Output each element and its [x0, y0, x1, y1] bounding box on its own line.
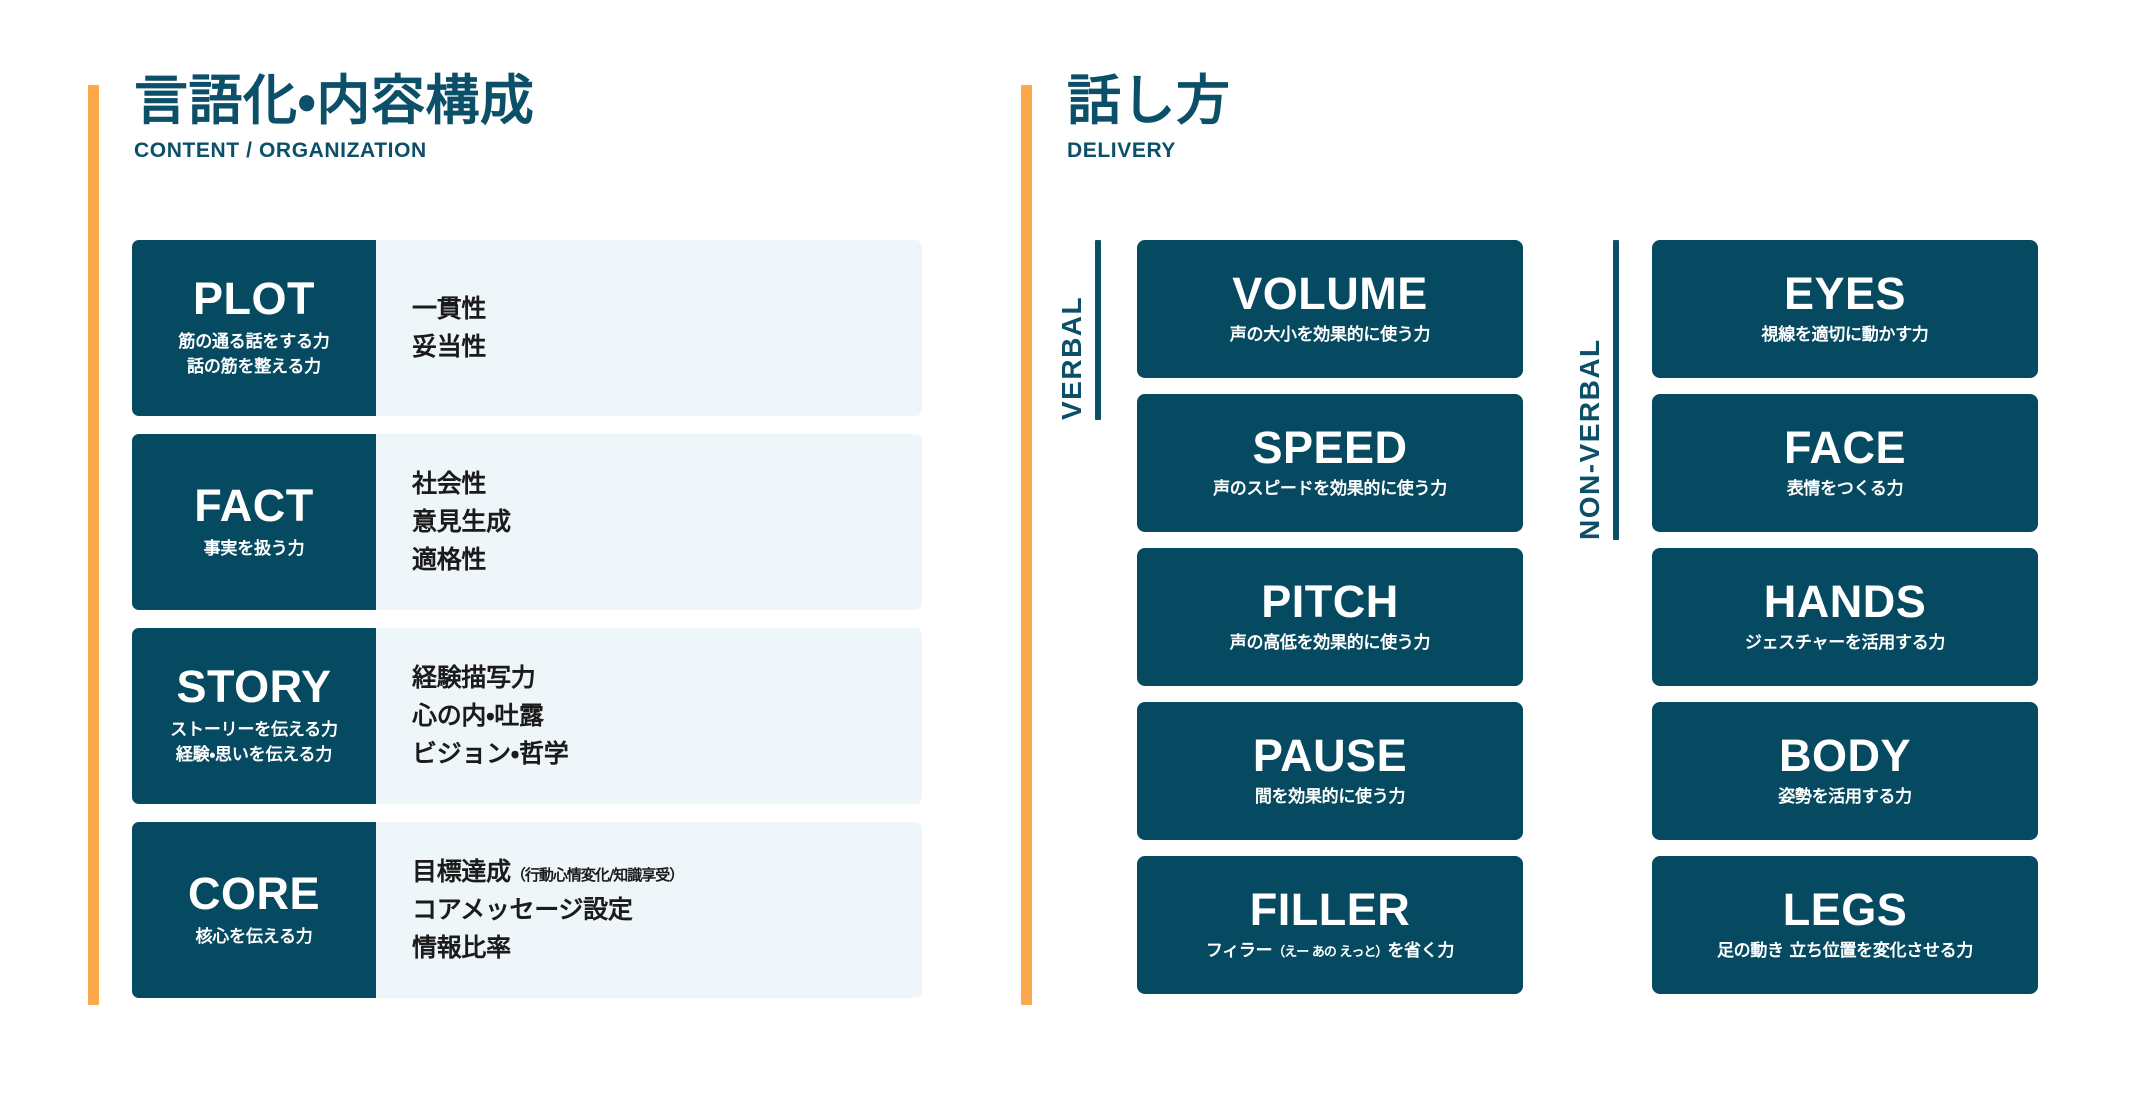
card-description: ストーリーを伝える力 経験・思いを伝える力 — [170, 718, 338, 767]
tile-code: FILLER — [1249, 884, 1411, 936]
tile-description: 声の大小を効果的に使う力 — [1229, 325, 1431, 346]
skill-card-plot[interactable]: PLOT 筋の通る話をする力 話の筋を整える力 一貫性 妥当性 — [132, 240, 922, 416]
tile-code: SPEED — [1252, 422, 1408, 474]
card-description: 事実を扱う力 — [204, 537, 305, 562]
card-item-text: 目標達成 — [412, 857, 511, 886]
card-description-line: 筋の通る話をする力 — [178, 332, 330, 353]
skill-card-story[interactable]: STORY ストーリーを伝える力 経験・思いを伝える力 経験描写力 心の内・吐露… — [132, 628, 922, 804]
card-item-text: 一貫性 — [412, 294, 487, 323]
card-item-text: 心の内・吐露 — [412, 701, 544, 730]
tile-code: FACE — [1783, 422, 1906, 474]
card-item: 意見生成 — [412, 503, 922, 541]
delivery-title-jp: 話し方 — [1067, 69, 1231, 132]
tile-description-pre: フィラー — [1205, 941, 1273, 962]
tile-description: 表情をつくる力 — [1786, 479, 1904, 500]
tile-description: 声のスピードを効果的に使う力 — [1213, 479, 1447, 500]
skill-tile-eyes[interactable]: EYES 視線を適切に動かす力 — [1652, 240, 2038, 378]
skill-tile-pause[interactable]: PAUSE 間を効果的に使う力 — [1137, 702, 1523, 840]
content-card-list: PLOT 筋の通る話をする力 話の筋を整える力 一貫性 妥当性 FACT 事実を… — [132, 240, 922, 1016]
orange-accent-bar-content — [88, 85, 99, 1005]
tile-description: ジェスチャーを活用する力 — [1744, 633, 1946, 654]
card-item: 情報比率 — [412, 929, 922, 967]
skill-tile-hands[interactable]: HANDS ジェスチャーを活用する力 — [1652, 548, 2038, 686]
tile-description-note: （えー あの えっと） — [1272, 945, 1388, 961]
skill-tile-volume[interactable]: VOLUME 声の大小を効果的に使う力 — [1137, 240, 1523, 378]
skill-tile-body[interactable]: BODY 姿勢を活用する力 — [1652, 702, 2038, 840]
card-description-line: ストーリーを伝える力 — [170, 720, 338, 741]
card-item-text: 経験描写力 — [412, 663, 536, 692]
tile-description: 足の動き 立ち位置を変化させる力 — [1716, 941, 1974, 962]
card-item-text: ビジョン・哲学 — [412, 739, 569, 768]
tile-description: フィラー（えー あの えっと）を省く力 — [1205, 940, 1455, 963]
card-item-text: コアメッセージ設定 — [412, 895, 633, 924]
card-code-pane: STORY ストーリーを伝える力 経験・思いを伝える力 — [132, 628, 376, 804]
content-title-en: CONTENT / ORGANIZATION — [134, 138, 427, 162]
card-code: CORE — [187, 867, 320, 919]
skill-tile-filler[interactable]: FILLER フィラー（えー あの えっと）を省く力 — [1137, 856, 1523, 994]
content-header-text: 言語化・内容構成 CONTENT / ORGANIZATION — [134, 69, 535, 163]
skill-tile-legs[interactable]: LEGS 足の動き 立ち位置を変化させる力 — [1652, 856, 2038, 994]
card-item-text: 社会性 — [412, 469, 487, 498]
card-description-line: 経験・思いを伝える力 — [175, 745, 333, 765]
delivery-title-en: DELIVERY — [1067, 138, 1177, 162]
non-verbal-rule — [1613, 240, 1619, 540]
tile-description: 視線を適切に動かす力 — [1761, 325, 1929, 346]
tile-description: 姿勢を活用する力 — [1778, 787, 1912, 808]
card-item: 目標達成（行動心情変化/知識享受） — [412, 853, 922, 891]
tile-description: 間を効果的に使う力 — [1254, 787, 1406, 808]
card-item-text: 妥当性 — [412, 332, 487, 361]
card-item-pane: 一貫性 妥当性 — [376, 240, 922, 416]
tile-description: 声の高低を効果的に使う力 — [1229, 633, 1431, 654]
card-item-text: 情報比率 — [412, 933, 511, 962]
card-item: 経験描写力 — [412, 659, 922, 697]
card-item: 妥当性 — [412, 328, 922, 366]
card-code: STORY — [176, 661, 332, 713]
tile-description-post: を省く力 — [1387, 941, 1455, 962]
verbal-label: VERBAL — [1056, 295, 1087, 420]
tile-code: VOLUME — [1232, 268, 1428, 320]
tile-code: HANDS — [1763, 576, 1927, 628]
card-item: 一貫性 — [412, 290, 922, 328]
skill-tile-speed[interactable]: SPEED 声のスピードを効果的に使う力 — [1137, 394, 1523, 532]
delivery-header-text: 話し方 DELIVERY — [1067, 69, 1231, 163]
card-item-pane: 目標達成（行動心情変化/知識享受） コアメッセージ設定 情報比率 — [376, 822, 922, 998]
card-item-note: （行動心情変化/知識享受） — [510, 866, 684, 884]
card-item-pane: 経験描写力 心の内・吐露 ビジョン・哲学 — [376, 628, 922, 804]
card-item: 社会性 — [412, 465, 922, 503]
card-item-pane: 社会性 意見生成 適格性 — [376, 434, 922, 610]
card-item-text: 適格性 — [412, 545, 487, 574]
card-code: PLOT — [193, 273, 315, 325]
card-item: ビジョン・哲学 — [412, 735, 922, 773]
card-item: コアメッセージ設定 — [412, 891, 922, 929]
non-verbal-label-block: NON-VERBAL — [1574, 240, 1619, 540]
card-code: FACT — [194, 479, 314, 531]
card-description-line: 核心を伝える力 — [195, 926, 313, 947]
tile-code: BODY — [1778, 730, 1911, 782]
orange-accent-bar-delivery — [1021, 85, 1032, 1005]
card-description: 筋の通る話をする力 話の筋を整える力 — [178, 330, 329, 379]
verbal-label-block: VERBAL — [1056, 240, 1101, 420]
card-description-line: 事実を扱う力 — [203, 538, 305, 559]
non-verbal-tile-stack: EYES 視線を適切に動かす力 FACE 表情をつくる力 HANDS ジェスチャ… — [1652, 240, 2038, 1010]
skill-tile-pitch[interactable]: PITCH 声の高低を効果的に使う力 — [1137, 548, 1523, 686]
card-item: 適格性 — [412, 541, 922, 579]
card-code-pane: FACT 事実を扱う力 — [132, 434, 376, 610]
card-item: 心の内・吐露 — [412, 697, 922, 735]
tile-code: LEGS — [1782, 884, 1908, 936]
skill-card-core[interactable]: CORE 核心を伝える力 目標達成（行動心情変化/知識享受） コアメッセージ設定… — [132, 822, 922, 998]
tile-code: PAUSE — [1252, 730, 1408, 782]
verbal-rule — [1095, 240, 1101, 420]
tile-code: EYES — [1783, 268, 1907, 320]
content-title-jp: 言語化・内容構成 — [134, 69, 535, 132]
non-verbal-label: NON-VERBAL — [1574, 338, 1605, 540]
skill-card-fact[interactable]: FACT 事実を扱う力 社会性 意見生成 適格性 — [132, 434, 922, 610]
card-item-text: 意見生成 — [412, 507, 511, 536]
skill-tile-face[interactable]: FACE 表情をつくる力 — [1652, 394, 2038, 532]
verbal-tile-stack: VOLUME 声の大小を効果的に使う力 SPEED 声のスピードを効果的に使う力… — [1137, 240, 1523, 1010]
card-description: 核心を伝える力 — [195, 925, 312, 950]
card-code-pane: CORE 核心を伝える力 — [132, 822, 376, 998]
tile-code: PITCH — [1261, 576, 1399, 628]
card-description-line: 話の筋を整える力 — [187, 357, 321, 377]
card-code-pane: PLOT 筋の通る話をする力 話の筋を整える力 — [132, 240, 376, 416]
